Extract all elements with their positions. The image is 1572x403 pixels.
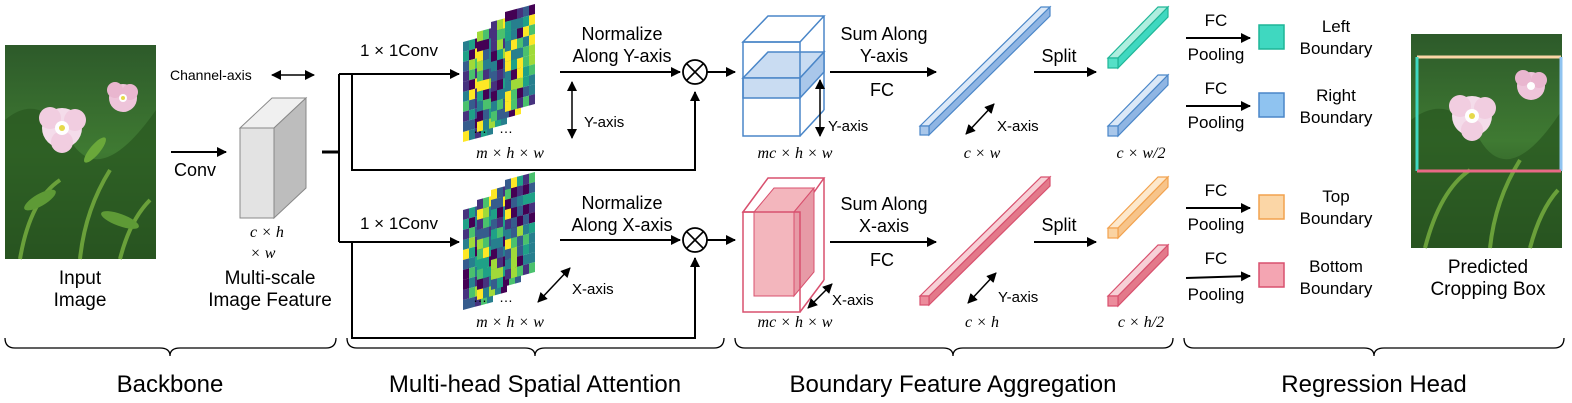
top-conv-label: 1 × 1Conv xyxy=(360,41,438,60)
output-label-1: Predicted xyxy=(1448,257,1528,278)
section-backbone: Backbone xyxy=(117,371,224,398)
input-image-label-2: Image xyxy=(54,290,107,311)
svg-text:Boundary: Boundary xyxy=(1300,108,1373,127)
feature-label-2: Image Feature xyxy=(208,290,332,311)
svg-text:Pooling: Pooling xyxy=(1188,113,1245,132)
right-boundary-bar xyxy=(1106,73,1170,138)
svg-text:FC: FC xyxy=(1205,181,1228,200)
svg-text:Pooling: Pooling xyxy=(1188,45,1245,64)
svg-text:Pooling: Pooling xyxy=(1188,285,1245,304)
bottom-sum-2: X-axis xyxy=(859,216,909,236)
bottom-conv-label: 1 × 1Conv xyxy=(360,214,438,233)
branch-connectors xyxy=(322,69,700,339)
section-regression-head: Regression Head xyxy=(1281,371,1466,398)
regression-left: FC Pooling Left Boundary xyxy=(1186,11,1373,64)
bottom-fc-label: FC xyxy=(870,250,894,270)
left-boundary-bar xyxy=(1106,5,1170,70)
section-braces xyxy=(4,337,1565,357)
top-maps-ellipsis-1: … xyxy=(473,120,487,136)
bottom-maps-ellipsis-2: … xyxy=(499,289,513,305)
top-split-label: Split xyxy=(1041,46,1076,66)
regression-top: FC Pooling Top Boundary xyxy=(1186,181,1373,234)
bottom-bar-axis-label: Y-axis xyxy=(998,289,1038,306)
bottom-maps-ellipsis-1: … xyxy=(473,289,487,305)
svg-text:FC: FC xyxy=(1205,249,1228,268)
top-attention-maps xyxy=(463,4,535,142)
top-map-4 xyxy=(505,4,535,112)
svg-text:Top: Top xyxy=(1322,187,1349,206)
regression-right: FC Pooling Right Boundary xyxy=(1186,79,1373,132)
bottom-multiply-op xyxy=(682,227,708,253)
top-boundary-bar xyxy=(918,5,1052,137)
top-boundary-short-bar xyxy=(1106,175,1170,240)
conv-label: Conv xyxy=(174,160,216,180)
top-bar-axis-label: X-axis xyxy=(997,118,1039,135)
top-normalize-2: Along Y-axis xyxy=(572,46,671,66)
output-label-2: Cropping Box xyxy=(1430,279,1546,300)
input-image xyxy=(5,45,156,260)
section-spatial-attention: Multi-head Spatial Attention xyxy=(389,371,681,398)
svg-text:FC: FC xyxy=(1205,79,1228,98)
bottom-normalize-2: Along X-axis xyxy=(571,215,672,235)
top-bar-axis-arrow xyxy=(965,103,995,135)
bottom-feature-volume xyxy=(741,177,826,313)
svg-text:Bottom: Bottom xyxy=(1309,257,1363,276)
output-image xyxy=(1411,34,1563,249)
top-sum-2: Y-axis xyxy=(860,46,908,66)
svg-text:Boundary: Boundary xyxy=(1300,279,1373,298)
top-bar-dims: c × w xyxy=(964,145,1001,162)
top-maps-ellipsis-2: … xyxy=(499,120,513,136)
bottom-volume-axis-label: X-axis xyxy=(832,292,874,309)
section-boundary-aggregation: Boundary Feature Aggregation xyxy=(790,371,1117,398)
bottom-normalize-1: Normalize xyxy=(581,193,662,213)
top-normalize-1: Normalize xyxy=(581,24,662,44)
top-sum-1: Sum Along xyxy=(840,24,927,44)
feature-dims-2: × w xyxy=(250,245,276,262)
bottom-volume-axis-arrow xyxy=(807,283,833,309)
top-half-dims: c × w/2 xyxy=(1116,145,1165,162)
flower-small xyxy=(107,82,138,112)
top-fc-label: FC xyxy=(870,80,894,100)
bottom-bar-dims: c × h xyxy=(965,314,999,331)
bottom-x-axis-arrow xyxy=(537,267,571,303)
bottom-sum-1: Sum Along xyxy=(840,194,927,214)
regression-bottom: FC Pooling Bottom Boundary xyxy=(1185,249,1373,304)
svg-text:Boundary: Boundary xyxy=(1300,39,1373,58)
bottom-axis-label: X-axis xyxy=(572,281,614,298)
svg-text:Boundary: Boundary xyxy=(1300,209,1373,228)
bottom-bar-axis-arrow xyxy=(967,272,997,304)
top-volume-axis-label: Y-axis xyxy=(828,118,868,135)
top-multiply-op xyxy=(682,59,708,85)
bottom-boundary-short-bar xyxy=(1106,243,1170,308)
multi-scale-feature-cube xyxy=(238,96,308,220)
feature-label-1: Multi-scale xyxy=(225,268,316,289)
bottom-volume-dims: mc × h × w xyxy=(758,314,833,331)
top-volume-dims: mc × h × w xyxy=(758,145,833,162)
svg-text:Pooling: Pooling xyxy=(1188,215,1245,234)
input-image-label-1: Input xyxy=(59,268,102,289)
bottom-maps-dims: m × h × w xyxy=(476,314,544,331)
feature-dims-1: c × h xyxy=(250,224,284,241)
bottom-split-label: Split xyxy=(1041,215,1076,235)
bottom-boundary-bar xyxy=(918,175,1052,307)
bottom-map-4 xyxy=(505,172,535,280)
svg-text:FC: FC xyxy=(1205,11,1228,30)
top-axis-label: Y-axis xyxy=(584,114,624,131)
bottom-attention-maps xyxy=(463,172,535,310)
bottom-half-dims: c × h/2 xyxy=(1118,314,1164,331)
svg-text:Left: Left xyxy=(1322,17,1351,36)
flower-large xyxy=(39,107,86,153)
channel-axis-label: Channel-axis xyxy=(170,67,252,83)
top-maps-dims: m × h × w xyxy=(476,145,544,162)
top-feature-volume xyxy=(741,15,826,137)
svg-text:Right: Right xyxy=(1316,86,1356,105)
